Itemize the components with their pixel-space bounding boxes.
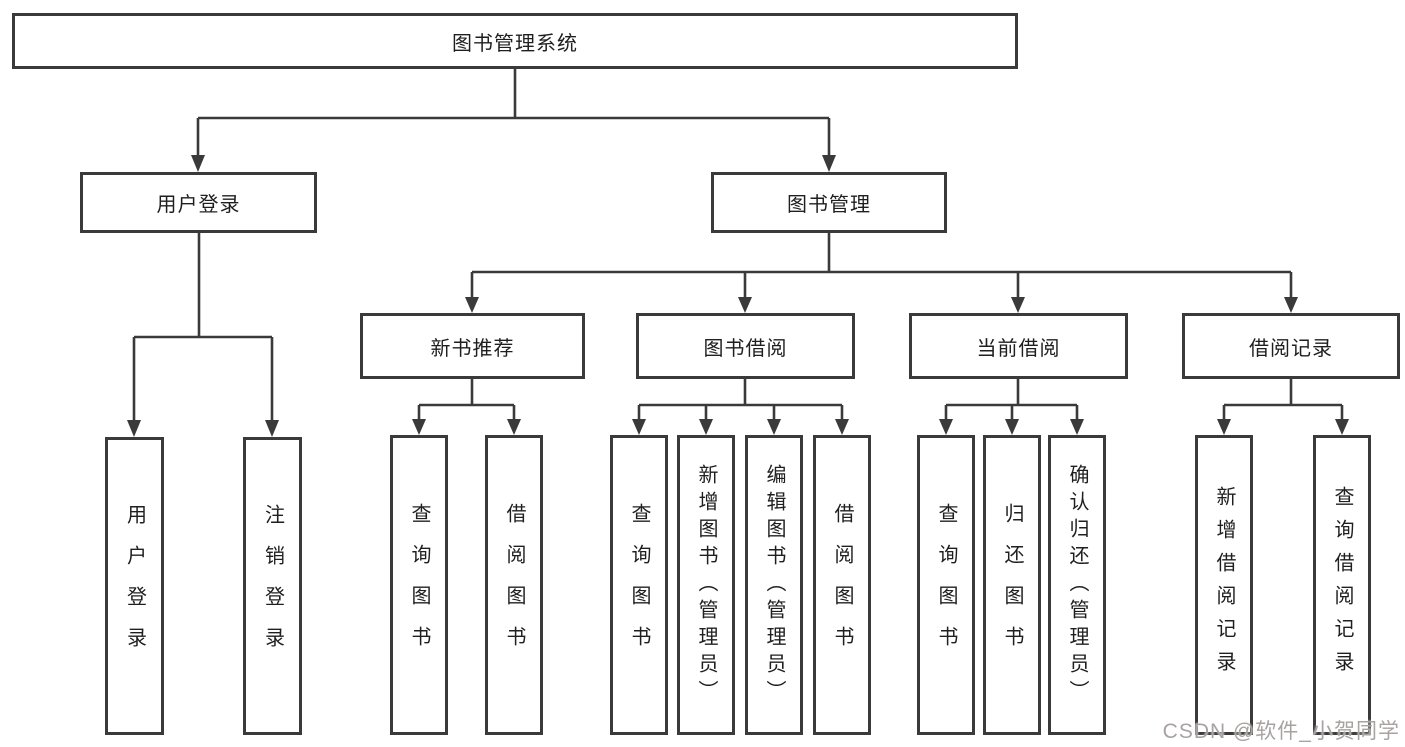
leaf-borrow-books: 借阅图书: [813, 435, 871, 735]
node-label: 图书借阅: [703, 337, 788, 360]
leaf-label: 查询图书: [935, 503, 957, 667]
leaf-label: 注销登录: [261, 504, 284, 668]
leaf-query-books: 查询图书: [610, 435, 668, 735]
node-user-login: 用户登录: [80, 172, 317, 233]
leaf-label: 归还图书: [1001, 503, 1023, 667]
leaf-edit-books-admin: 编辑图书（管理员）: [745, 435, 803, 735]
leaf-add-borrow-record: 新增借阅记录: [1195, 435, 1253, 735]
node-label: 当前借阅: [976, 337, 1061, 360]
node-label: 图书管理系统: [452, 32, 578, 55]
node-book-borrow: 图书借阅: [636, 313, 855, 379]
leaf-user-login: 用户登录: [105, 437, 164, 735]
node-label: 新书推荐: [430, 337, 515, 360]
leaf-label: 编辑图书（管理员）: [763, 463, 785, 707]
leaf-label: 新增图书（管理员）: [695, 463, 717, 707]
leaf-label: 借阅图书: [831, 503, 853, 667]
node-new-book-recommend: 新书推荐: [360, 313, 585, 379]
leaf-borrow-books: 借阅图书: [485, 435, 543, 735]
node-label: 用户登录: [156, 194, 241, 216]
leaf-confirm-return-admin: 确认归还（管理员）: [1048, 435, 1106, 735]
leaf-return-books: 归还图书: [983, 435, 1041, 735]
csdn-watermark: CSDN @软件_小贺同学: [1162, 720, 1400, 743]
leaf-label: 查询借阅记录: [1331, 486, 1353, 684]
leaf-label: 新增借阅记录: [1213, 486, 1235, 684]
leaf-label: 查询图书: [628, 503, 650, 667]
node-current-borrow: 当前借阅: [909, 313, 1128, 379]
node-library-management-system: 图书管理系统: [12, 13, 1018, 69]
leaf-label: 用户登录: [123, 504, 146, 668]
leaf-query-books: 查询图书: [390, 435, 448, 735]
leaf-logout: 注销登录: [243, 437, 302, 735]
node-borrow-records: 借阅记录: [1182, 313, 1400, 379]
leaf-query-books: 查询图书: [917, 435, 975, 735]
leaf-label: 确认归还（管理员）: [1066, 463, 1088, 707]
leaf-add-books-admin: 新增图书（管理员）: [677, 435, 735, 735]
leaf-label: 借阅图书: [503, 503, 525, 667]
leaf-query-borrow-record: 查询借阅记录: [1313, 435, 1371, 735]
node-label: 图书管理: [787, 194, 871, 216]
leaf-label: 查询图书: [408, 503, 430, 667]
node-book-management: 图书管理: [711, 172, 947, 233]
node-label: 借阅记录: [1249, 337, 1333, 360]
